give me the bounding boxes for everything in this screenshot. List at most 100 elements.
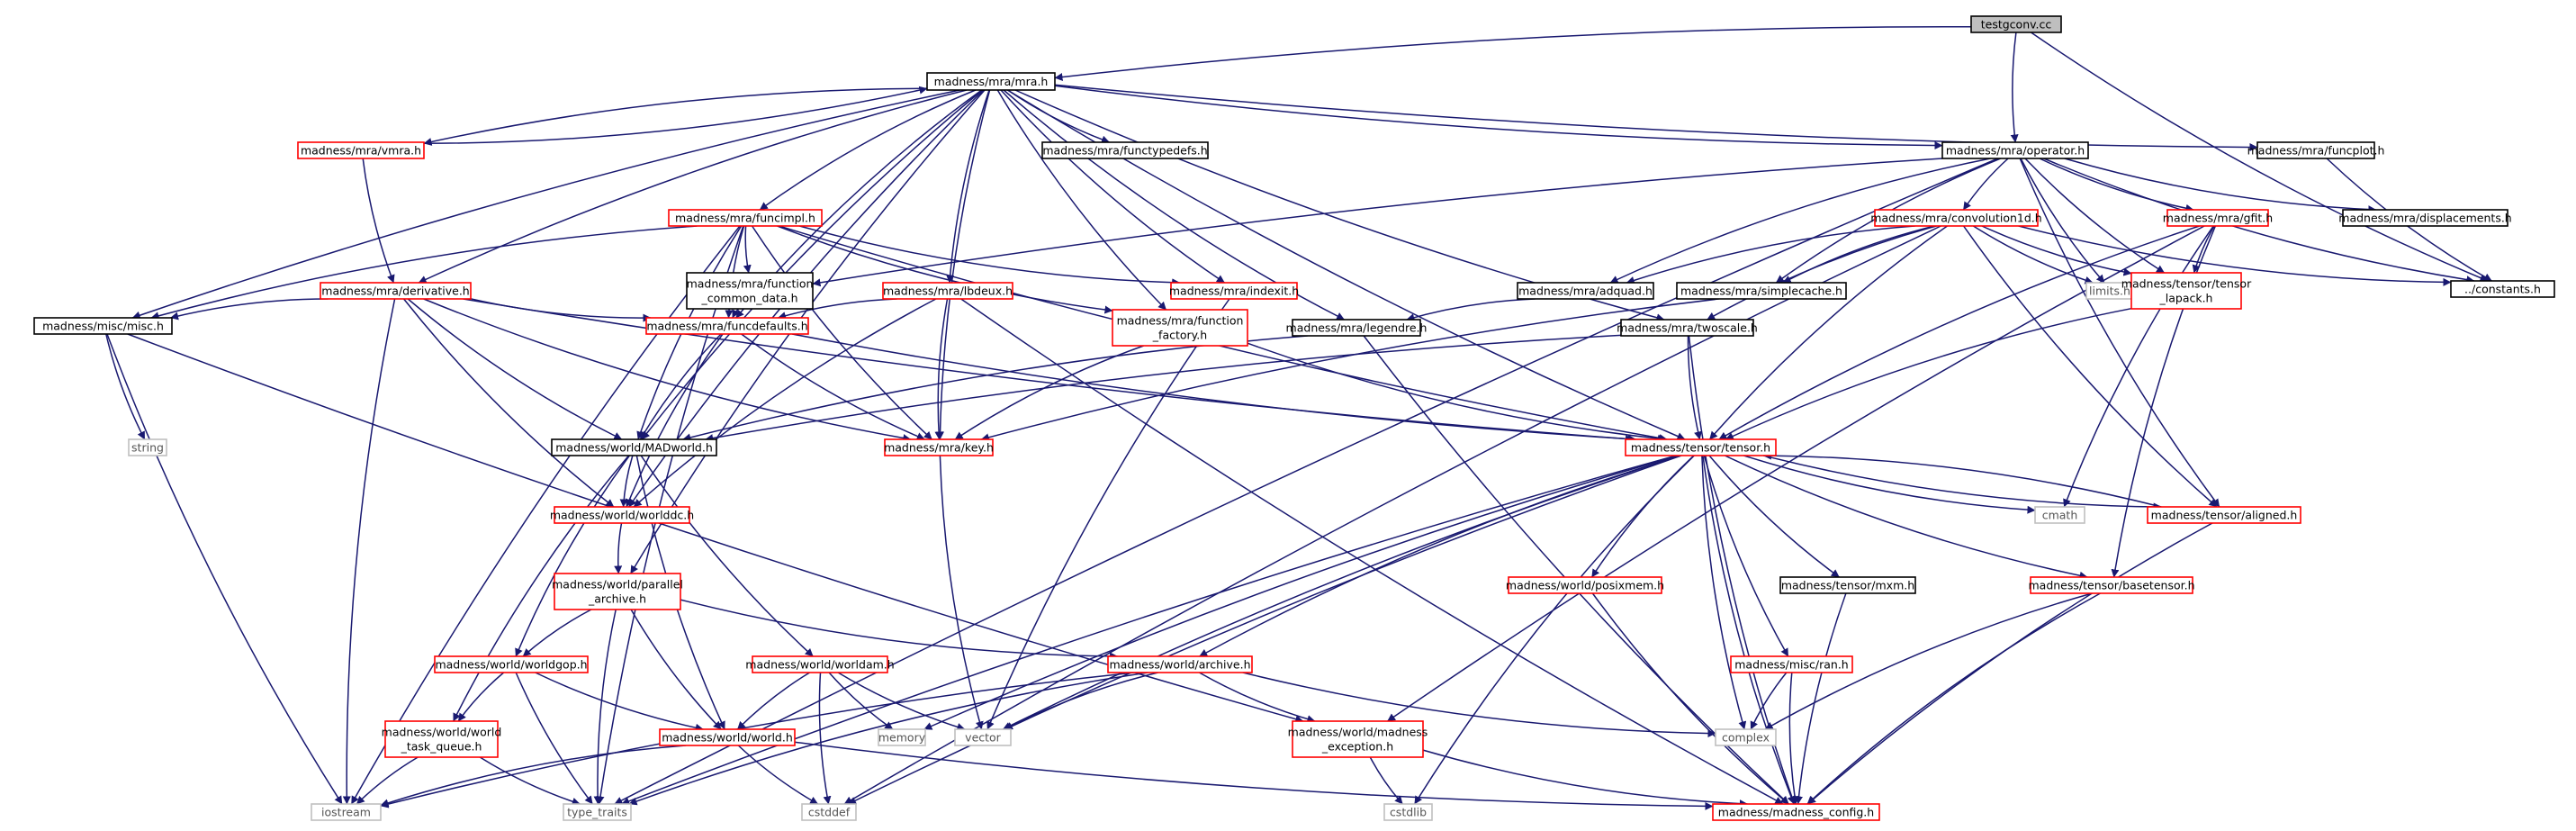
edge-tensor-to-aligned: [1763, 455, 2162, 511]
node-madness_exception[interactable]: madness/world/madness_exception.h: [1288, 720, 1428, 758]
node-worldgop[interactable]: madness/world/worldgop.h: [434, 655, 589, 673]
edge-task_queue-to-type_traits: [479, 756, 581, 806]
node-label: madness/world/archive.h: [1109, 658, 1250, 672]
node-limits: limits.h: [2085, 282, 2134, 300]
edge-basetensor-to-complex: [1764, 592, 2093, 730]
node-box: [434, 655, 589, 673]
node-madworld[interactable]: madness/world/MADworld.h: [551, 438, 717, 456]
node-gfit[interactable]: madness/mra/gfit.h: [2163, 209, 2273, 227]
edge-vmra-to-derivative: [362, 158, 395, 284]
edge-gfit-to-tensor: [1718, 225, 2200, 440]
node-box: [1779, 576, 1916, 594]
node-tensor_lapack[interactable]: madness/tensor/tensor_lapack.h: [2121, 272, 2252, 310]
node-madness_config[interactable]: madness/madness_config.h: [1712, 803, 1880, 821]
node-function_factory[interactable]: madness/mra/function_factory.h: [1112, 309, 1248, 347]
edge-operator-to-type_traits: [614, 158, 1998, 805]
node-box: [297, 141, 425, 159]
node-label: memory: [878, 731, 926, 745]
edge-indexit-to-vector: [986, 298, 1230, 730]
node-twoscale[interactable]: madness/mra/twoscale.h: [1617, 319, 1758, 337]
node-posixmem[interactable]: madness/world/posixmem.h: [1506, 576, 1664, 594]
node-ran[interactable]: madness/misc/ran.h: [1730, 655, 1853, 673]
node-iostream: iostream: [311, 803, 382, 821]
edge-tensor-to-memory: [923, 455, 1679, 730]
edge-lbdeux-to-worlddc: [633, 298, 937, 508]
node-testgconv[interactable]: testgconv.cc: [1970, 15, 2062, 33]
node-key[interactable]: madness/mra/key.h: [884, 438, 994, 456]
edge-madness_exception-to-cstdlib: [1369, 756, 1403, 805]
node-world[interactable]: madness/world/world.h: [659, 728, 796, 746]
edge-posixmem-to-madness_config: [1591, 592, 1789, 805]
node-worldam[interactable]: madness/world/worldam.h: [745, 655, 895, 673]
edge-operator-to-displacements: [2064, 158, 2377, 214]
node-label: madness/mra/twoscale.h: [1617, 321, 1758, 335]
node-string: string: [128, 438, 167, 456]
node-box: [1292, 319, 1421, 337]
node-adquad[interactable]: madness/mra/adquad.h: [1517, 282, 1654, 300]
node-displacements[interactable]: madness/mra/displacements.h: [2338, 209, 2512, 227]
node-mxm[interactable]: madness/tensor/mxm.h: [1779, 576, 1916, 594]
node-box: [954, 728, 1012, 746]
node-worlddc[interactable]: madness/world/worlddc.h: [550, 506, 694, 524]
node-box: [1625, 438, 1777, 456]
node-label: madness/misc/ran.h: [1734, 658, 1848, 672]
node-tensor[interactable]: madness/tensor/tensor.h: [1625, 438, 1777, 456]
node-label: madness/world/worldgop.h: [435, 658, 587, 672]
edge-parallel_archive-to-worldgop: [522, 609, 592, 657]
node-box: [1730, 655, 1853, 673]
node-parallel_archive[interactable]: madness/world/parallel_archive.h: [552, 573, 683, 610]
node-constants[interactable]: ../constants.h: [2450, 280, 2555, 298]
node-lbdeux[interactable]: madness/mra/lbdeux.h: [882, 282, 1013, 300]
node-label: ../constants.h: [2464, 283, 2541, 296]
node-funcdefaults[interactable]: madness/mra/funcdefaults.h: [645, 317, 809, 335]
edge-funcimpl-to-indexit: [799, 225, 1181, 287]
edge-convolution1d-to-adquad: [1626, 225, 1915, 285]
edge-archive-to-madness_exception: [1199, 672, 1316, 723]
node-misc[interactable]: madness/misc/misc.h: [33, 317, 173, 335]
node-basetensor[interactable]: madness/tensor/basetensor.h: [2028, 576, 2195, 594]
node-operator[interactable]: madness/mra/operator.h: [1941, 141, 2089, 159]
edge-worldam-to-memory: [828, 672, 894, 730]
node-indexit[interactable]: madness/mra/indexit.h: [1169, 282, 1299, 300]
node-label: madness/world/worlddc.h: [550, 509, 694, 522]
node-label: complex: [1722, 731, 1770, 745]
node-functypedefs[interactable]: madness/mra/functypedefs.h: [1041, 141, 1209, 159]
node-aligned[interactable]: madness/tensor/aligned.h: [2147, 506, 2301, 524]
node-label: madness/mra/displacements.h: [2338, 212, 2511, 225]
node-vmra[interactable]: madness/mra/vmra.h: [297, 141, 425, 159]
node-convolution1d[interactable]: madness/mra/convolution1d.h: [1870, 209, 2042, 227]
edge-mra-to-indexit: [1000, 89, 1225, 284]
node-derivative[interactable]: madness/mra/derivative.h: [320, 282, 472, 300]
edge-world-to-cstddef: [737, 745, 819, 805]
node-label: madness/mra/functypedefs.h: [1042, 144, 1207, 158]
node-funcplot[interactable]: madness/mra/funcplot.h: [2247, 141, 2385, 159]
edge-archive-to-type_traits: [628, 672, 1148, 806]
node-box: [1874, 209, 2039, 227]
edge-convolution1d-to-tensor: [1708, 225, 1948, 440]
file-nodes: testgconv.cc madness/mra/mra.h madness/mra…: [33, 15, 2555, 821]
node-label: madness/mra/key.h: [884, 441, 994, 455]
edge-derivative-to-tensor: [463, 298, 1634, 443]
node-type_traits: type_traits: [563, 803, 632, 821]
node-funcimpl[interactable]: madness/mra/funcimpl.h: [668, 209, 823, 227]
node-task_queue[interactable]: madness/world/world_task_queue.h: [382, 720, 502, 758]
edge-funcdefaults-to-tensor: [791, 333, 1636, 443]
node-archive[interactable]: madness/world/archive.h: [1107, 655, 1253, 673]
node-label: madness/mra/derivative.h: [321, 285, 469, 298]
node-mra[interactable]: madness/mra/mra.h: [926, 72, 1056, 91]
node-box: [33, 317, 173, 335]
edge-aligned-to-tensor: [1762, 451, 2162, 508]
node-label: iostream: [321, 806, 371, 819]
node-label: limits.h: [2089, 285, 2130, 298]
node-label: madness/mra/mra.h: [934, 75, 1049, 88]
node-box: [2130, 272, 2242, 310]
node-simplecache[interactable]: madness/mra/simplecache.h: [1676, 282, 1847, 300]
edge-worldgop-to-task_queue: [457, 672, 505, 722]
edge-madworld-to-worlddc: [619, 455, 634, 508]
node-function_common_data[interactable]: madness/mra/function_common_data.h: [686, 272, 814, 310]
node-legendre[interactable]: madness/mra/legendre.h: [1286, 319, 1428, 337]
edge-derivative-to-worlddc: [403, 298, 615, 508]
edge-operator-to-constants: [2043, 158, 2475, 285]
edge-operator-to-tensor_lapack: [2024, 158, 2166, 274]
node-box: [1292, 720, 1424, 758]
